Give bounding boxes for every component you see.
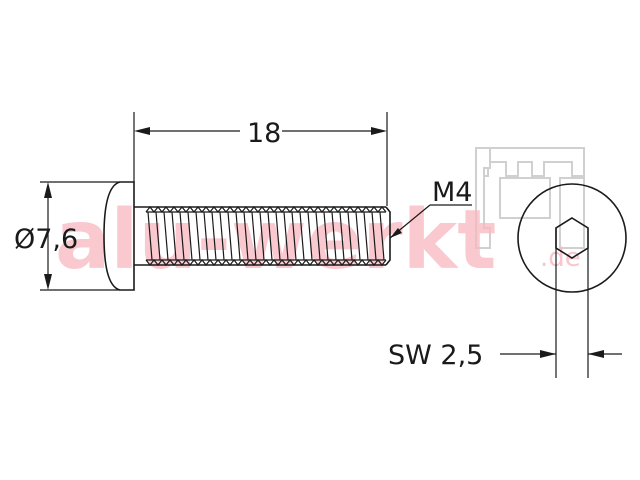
thread-line [275, 211, 281, 261]
watermark-domain-text: .de [540, 243, 581, 273]
thread-line [179, 211, 185, 261]
screw-head [103, 181, 135, 291]
thread-callout: M4 [389, 177, 472, 239]
watermark: alu-werkt .de [55, 193, 581, 288]
thread-label: M4 [432, 177, 472, 208]
thread-line [195, 211, 201, 261]
thread-line [155, 211, 161, 261]
thread-line [307, 211, 313, 261]
thread-line [363, 211, 369, 261]
thread-line [187, 211, 193, 261]
screw-end-view [517, 183, 627, 378]
length-label: 18 [247, 118, 281, 149]
screw-thread [145, 206, 387, 266]
thread-profile [145, 259, 387, 266]
thread-line [355, 211, 361, 261]
thread-line [243, 211, 249, 261]
thread-line [147, 211, 153, 261]
watermark-profile-logo [475, 147, 585, 249]
head-diameter-dimension: Ø7,6 [14, 181, 120, 291]
thread-line [339, 211, 345, 261]
thread-line [235, 211, 241, 261]
thread-profile [145, 206, 387, 213]
thread-line [371, 211, 377, 261]
thread-line [227, 211, 233, 261]
thread-line [163, 211, 169, 261]
thread-line [299, 211, 305, 261]
thread-line [219, 211, 225, 261]
thread-line [211, 211, 217, 261]
thread-line [323, 211, 329, 261]
thread-line [291, 211, 297, 261]
thread-line [203, 211, 209, 261]
thread-line [315, 211, 321, 261]
head-diameter-label: Ø7,6 [14, 224, 78, 255]
thread-line [171, 211, 177, 261]
length-dimension: 18 [133, 112, 388, 206]
thread-line [251, 211, 257, 261]
thread-line [267, 211, 273, 261]
thread-line [379, 211, 385, 261]
thread-line [347, 211, 353, 261]
watermark-logo-text: alu-werkt [55, 193, 496, 288]
socket-dimension: SW 2,5 [388, 340, 622, 371]
thread-line [283, 211, 289, 261]
thread-line [259, 211, 265, 261]
socket-label: SW 2,5 [388, 340, 483, 371]
thread-line [331, 211, 337, 261]
